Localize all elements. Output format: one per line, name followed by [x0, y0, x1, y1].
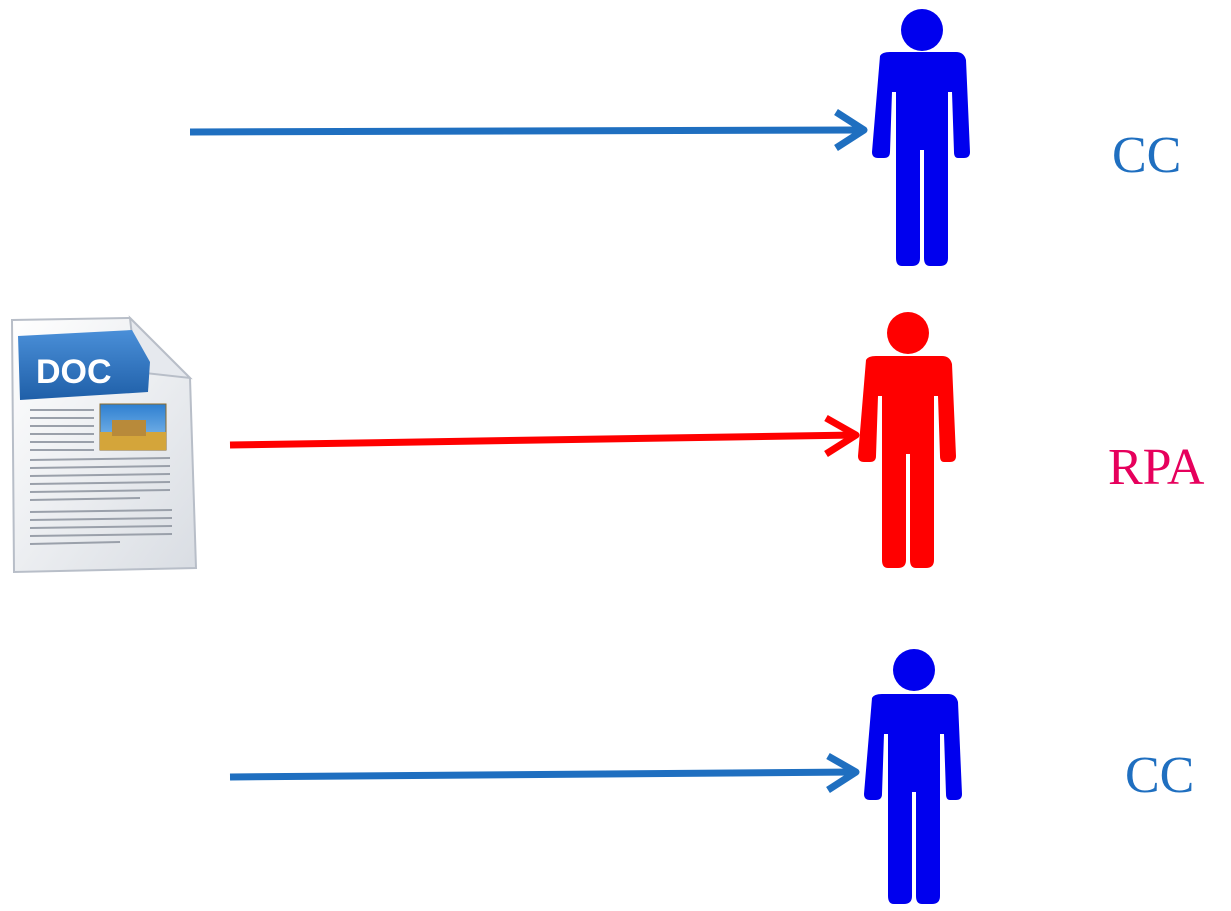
doc-badge [18, 330, 150, 400]
person-rpa-icon [858, 312, 956, 568]
arrow-to-cc-bottom [229, 752, 860, 793]
person-cc-top-icon [872, 9, 970, 266]
arrow-to-cc-top [189, 109, 868, 151]
cc-label-top: CC [1112, 127, 1182, 184]
person-cc-bottom-icon [864, 649, 962, 904]
rpa-label: RPA [1108, 439, 1205, 496]
doc-badge-text: DOC [36, 353, 112, 391]
arrow-to-rpa [229, 414, 860, 457]
doc-file-icon: DOC [10, 315, 198, 574]
cc-label-bottom: CC [1125, 747, 1195, 804]
